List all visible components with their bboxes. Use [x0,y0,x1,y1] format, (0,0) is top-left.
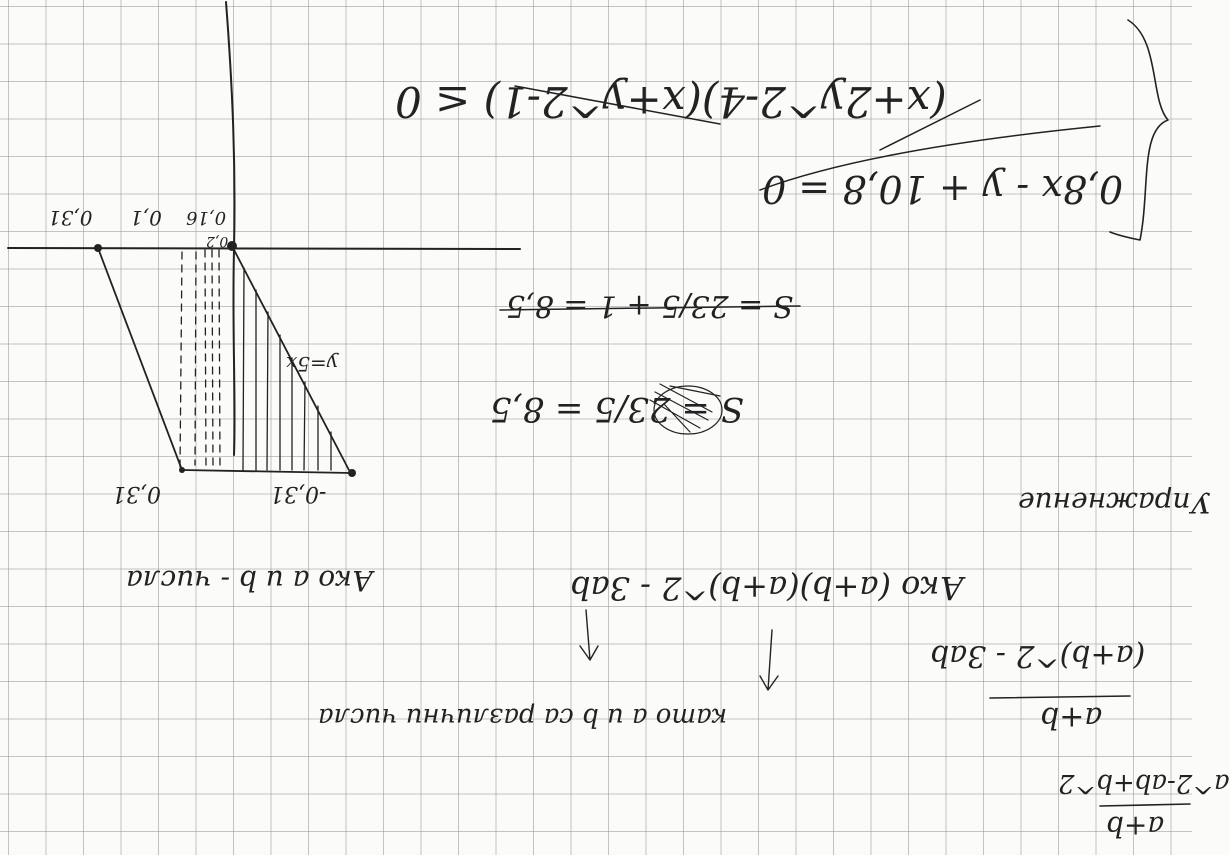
hatching [242,267,332,471]
note-fraction-top: a+b [1040,700,1103,735]
strike-cross [759,125,1101,191]
label-02: 0,2 [206,233,229,249]
line-equation: 0,8x - y + 10,8 = 0 [762,167,1124,211]
corner-bottom: a+b [1106,810,1165,843]
fraction-line [989,695,1131,699]
corner-top: a^2-ab+b^2 [1058,768,1230,798]
hand-drawing [7,1,1191,807]
strike-top [514,85,721,125]
arrow-1 [759,629,779,691]
note-comment: Ако a и b - числа [126,564,374,597]
label-031-left: 0,31 [48,206,93,230]
graph-points [94,241,356,477]
label-line-eq: y=5x [286,352,339,376]
label-01: 0,1 [130,206,162,230]
dashed-lines [179,249,221,469]
note-bottom-text: като a и b са различни числа [318,702,728,732]
brace [1109,19,1169,241]
label-031-bottom: 0,31 [112,481,161,506]
strike-line1 [499,305,801,311]
note-line-2: S = 23/5 = 8,5 [490,389,744,429]
y-axis [225,1,236,456]
label-016: 0,16 [186,207,227,228]
bottom-segment [181,469,353,474]
corner-fraction-line [1099,803,1191,807]
scribble [649,383,723,435]
arrow-2 [579,609,599,661]
note-line-1: S = 23/5 + 1 = 8,5 [506,288,794,323]
strike-cross-2 [879,99,981,151]
x-axis [7,247,521,250]
slanted-line-left [97,247,183,471]
top-equation: (x+2y^2-4)(x+y^2-1) ≤ 0 [395,77,947,126]
note-exercise: Упражнение [1018,486,1211,519]
note-formula: Ако (a+b)(a+b)^2 - 3ab [570,569,964,607]
label-neg031: -0,31 [270,481,327,506]
slanted-line-right [231,245,351,473]
note-small-formula: (a+b)^2 - 3ab [930,638,1146,673]
